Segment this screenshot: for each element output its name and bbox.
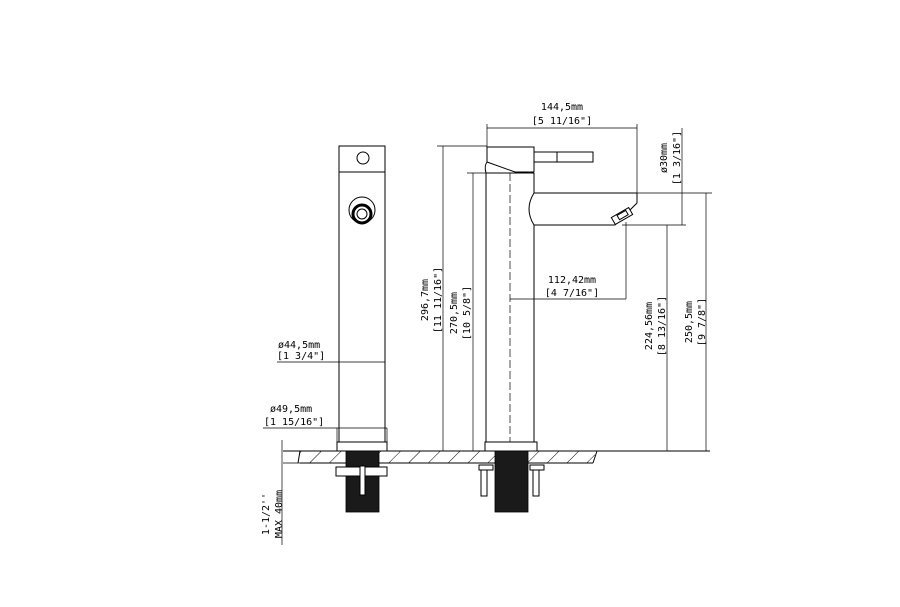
faucet-side-view (335, 145, 388, 513)
faucet-front-view (478, 146, 638, 513)
dim-spout-top-height-mm: 250,5mm (684, 301, 695, 343)
handle-hole-icon (356, 151, 370, 165)
dim-body-dia-mm: ø44,5mm (278, 340, 320, 351)
lever-handle (533, 151, 558, 163)
dim-aerator-height-inch: [8 13/16"] (657, 296, 668, 356)
dim-reach-inch: [4 7/16"] (545, 288, 599, 299)
dim-body-height-mm: 270,5mm (449, 292, 460, 334)
dim-spout-dia-inch: [1 3/16"] (672, 131, 683, 185)
dim-reach-total-mm: 144,5mm (541, 102, 583, 113)
dimension-lines (263, 124, 712, 545)
dim-body-height-inch: [10 5/8"] (462, 286, 473, 340)
dimension-labels: 144,5mm [5 11/16"] ø30mm [1 3/16"] 296,7… (261, 102, 708, 538)
dim-base-dia-mm: ø49,5mm (270, 404, 312, 415)
dim-body-dia-inch: [1 3/4"] (277, 351, 325, 362)
dim-aerator-height-mm: 224,56mm (644, 302, 655, 350)
dim-deck-thickness-inch: 1-1/2'' (261, 493, 272, 535)
dim-spout-dia-mm: ø30mm (659, 143, 670, 173)
dim-overall-height-inch: [11 11/16"] (433, 267, 444, 333)
dim-spout-top-height-inch: [9 7/8"] (697, 298, 708, 346)
dim-reach-mm: 112,42mm (548, 275, 596, 286)
aerator-side (610, 206, 634, 226)
mounting-bolts (478, 464, 545, 497)
dim-base-dia-inch: [1 15/16"] (264, 417, 324, 428)
dim-overall-height-mm: 296,7mm (420, 279, 431, 321)
lever-grip (556, 151, 594, 163)
dim-reach-total-inch: [5 11/16"] (532, 116, 592, 127)
aerator-front (348, 196, 376, 225)
dim-deck-thickness-mm: MAX 40mm (274, 490, 285, 538)
